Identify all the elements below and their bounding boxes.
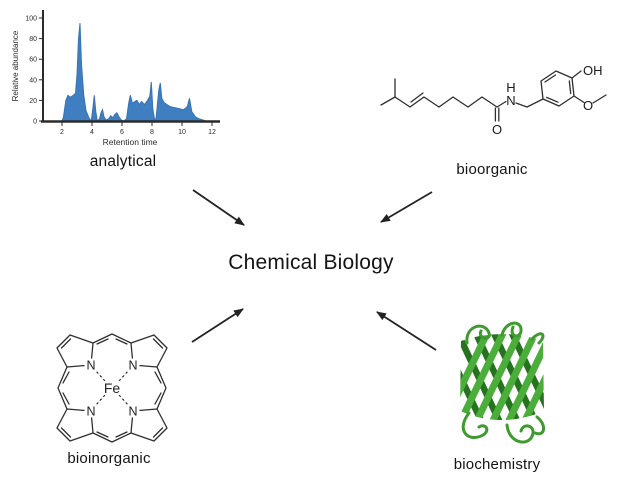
center-title: Chemical Biology [228,251,394,274]
x-tick-label: 10 [178,129,186,136]
arrow-bioinorganic-to-center [191,308,244,343]
x-tick-label: 4 [90,129,94,136]
y-tick-label: 100 [25,16,37,23]
amide-h-label: H [506,80,515,95]
bioorganic-molecule-structure: OH H N O O [380,63,607,137]
x-axis-label: Retention time [103,137,158,147]
n-label: N [128,405,137,419]
porphyrin-structure: N N N N Fe [56,333,168,443]
y-tick-label: 20 [29,98,37,105]
gfp-protein-ribbon [460,321,545,444]
hydroxyl-label: OH [583,63,603,78]
y-axis-label: Relative abundance [11,30,20,101]
beta-strands-front [460,334,544,420]
n-label: N [128,359,137,373]
y-tick-label: 40 [29,77,37,84]
chromatogram-chart: 0 20 40 60 80 100 2 4 6 8 10 12 Relative abundance… [11,10,220,147]
y-tick-label: 0 [33,119,37,126]
y-tick-label: 60 [29,57,37,64]
y-axis-ticks: 0 20 40 60 80 100 [25,16,43,126]
molecule-bonds [380,70,607,122]
node-label-bioinorganic: bioinorganic [67,450,151,467]
arrow-bioorganic-to-center [380,191,433,223]
x-tick-label: 2 [60,129,64,136]
x-tick-label: 12 [208,129,216,136]
y-tick-label: 80 [29,36,37,43]
node-label-bioorganic: bioorganic [456,161,528,178]
x-tick-label: 8 [150,129,154,136]
protein-loops [461,321,545,444]
n-label: N [86,359,95,373]
fe-n-dashed-bonds [94,369,130,407]
carbonyl-o-label: O [492,122,502,137]
arrow-analytical-to-center [192,189,245,226]
atom-label-masks [84,358,140,418]
node-label-analytical: analytical [89,153,157,170]
fe-label: Fe [104,380,121,396]
x-tick-label: 6 [120,129,124,136]
x-axis-ticks: 2 4 6 8 10 12 [60,122,216,136]
n-label: N [86,405,95,419]
chromatogram-area-path [61,23,207,123]
methoxy-o-label: O [583,98,593,113]
amide-n-label: N [506,93,515,108]
node-label-biochemistry: biochemistry [453,456,541,473]
arrow-biochemistry-to-center [376,311,437,351]
